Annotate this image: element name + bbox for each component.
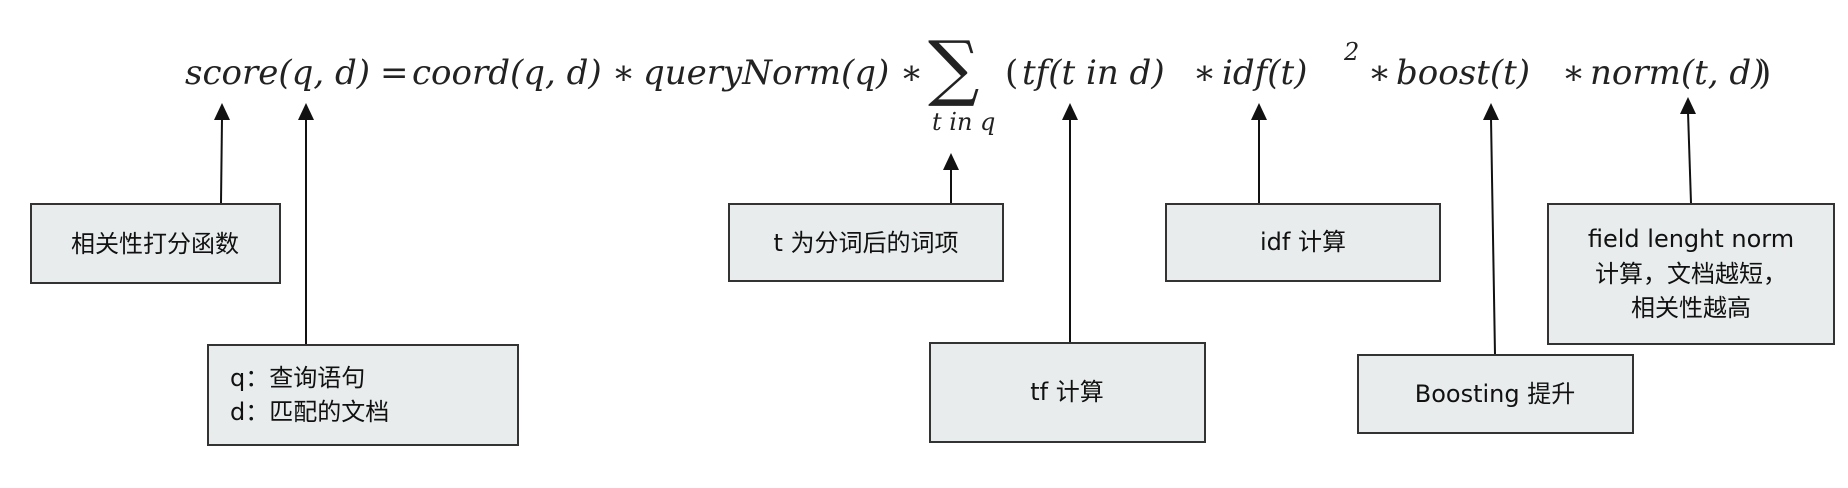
box-field-norm-line-3: 相关性越高 (1631, 294, 1751, 322)
formula-paren-open: ( (1005, 53, 1018, 93)
formula-coord: coord(q, d) (412, 53, 602, 93)
formula: score(q, d) = coord(q, d) ∗ queryNorm(q)… (185, 25, 1771, 136)
arrow-to-idf (1251, 103, 1267, 203)
formula-sigma: ∑ (928, 25, 979, 109)
formula-star-4: ∗ (1368, 53, 1391, 93)
box-field-norm-line-2: 计算，文档越短， (1595, 260, 1787, 288)
box-scoring-function: 相关性打分函数 (30, 203, 281, 284)
box-term-label: t 为分词后的词项 (773, 229, 958, 257)
box-query-doc-line-2: d：匹配的文档 (230, 398, 389, 426)
formula-star-3: ∗ (1193, 53, 1216, 93)
arrow-to-query-doc (298, 103, 314, 345)
arrow-to-tf (1062, 103, 1078, 343)
formula-tf: tf(t in d) (1022, 53, 1165, 93)
box-scoring-function-label: 相关性打分函数 (71, 230, 239, 258)
formula-star-1: ∗ (612, 53, 635, 93)
formula-boost: boost(t) (1396, 53, 1530, 93)
box-query-doc-line-1: q：查询语句 (230, 364, 365, 392)
formula-star-5: ∗ (1562, 53, 1585, 93)
box-field-norm: field lenght norm 计算，文档越短， 相关性越高 (1547, 203, 1835, 345)
box-term: t 为分词后的词项 (728, 203, 1004, 282)
box-query-doc: q：查询语句 d：匹配的文档 (207, 344, 519, 446)
arrow-to-norm (1680, 97, 1696, 204)
formula-paren-close: ) (1758, 53, 1771, 93)
formula-norm: norm(t, d) (1590, 53, 1764, 93)
formula-querynorm: queryNorm(q) (643, 53, 889, 93)
formula-star-2: ∗ (900, 53, 923, 93)
box-idf: idf 计算 (1165, 203, 1441, 282)
arrow-to-boost (1483, 103, 1499, 356)
box-field-norm-line-1: field lenght norm (1588, 225, 1794, 253)
box-tf: tf 计算 (929, 342, 1206, 443)
formula-sum-index: t in q (932, 108, 995, 136)
box-tf-label: tf 计算 (1030, 378, 1104, 406)
formula-idf: idf(t) (1222, 53, 1307, 93)
box-boosting-label: Boosting 提升 (1415, 380, 1576, 408)
box-boosting: Boosting 提升 (1357, 354, 1634, 434)
formula-idf-exponent: 2 (1343, 38, 1359, 66)
formula-score: score(q, d) (185, 53, 370, 93)
formula-equals: = (380, 53, 409, 93)
arrow-to-term (943, 153, 959, 203)
box-idf-label: idf 计算 (1260, 228, 1346, 256)
arrow-to-score (214, 103, 230, 204)
